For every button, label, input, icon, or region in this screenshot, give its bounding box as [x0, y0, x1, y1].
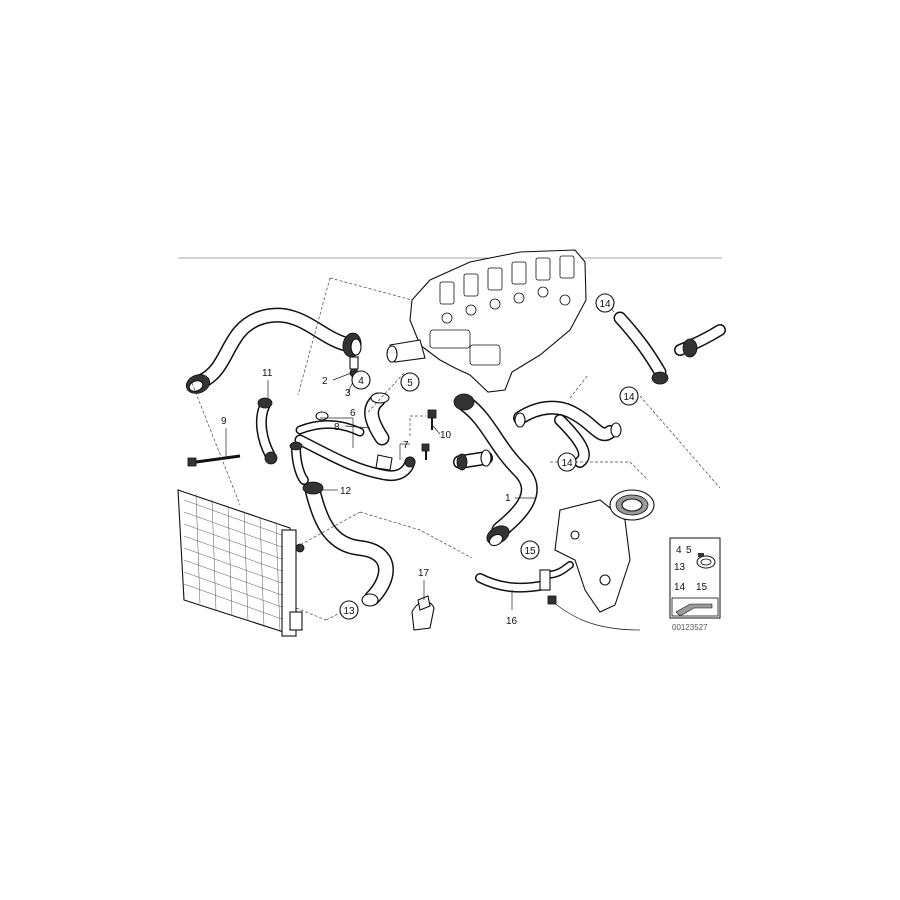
- label-16: 16: [506, 616, 518, 627]
- label-12: 12: [340, 486, 352, 497]
- part-labels: 1 2 3 6 7 8 9 10 11 12 16 17: [221, 368, 518, 627]
- clip-17: [411, 595, 435, 631]
- svg-text:14: 14: [623, 392, 635, 403]
- label-7: 7: [403, 440, 409, 451]
- legend-14: 14: [674, 582, 686, 593]
- clamp-legend-box: 4 5 13 14 15: [669, 537, 721, 619]
- svg-text:13: 13: [343, 606, 355, 617]
- callout-14-middle: 14: [619, 386, 639, 406]
- legend-13: 13: [674, 562, 686, 573]
- small-hose-15-16: [475, 561, 641, 631]
- callout-5: 5: [400, 372, 420, 392]
- legend-15: 15: [696, 582, 708, 593]
- callout-4: 4: [351, 370, 371, 390]
- coolant-pipe-5: [364, 392, 390, 446]
- lower-radiator-hose: [302, 481, 394, 607]
- label-2: 2: [322, 376, 328, 387]
- thermostat-housing: [554, 489, 655, 613]
- label-10: 10: [440, 430, 452, 441]
- callout-15: 15: [520, 540, 540, 560]
- callout-14-lower: 14: [557, 452, 577, 472]
- label-6: 6: [350, 408, 356, 419]
- leader-lines: [225, 371, 535, 610]
- svg-text:14: 14: [599, 299, 611, 310]
- svg-text:14: 14: [561, 458, 573, 469]
- main-hose-1: [453, 393, 538, 547]
- label-11: 11: [262, 368, 273, 379]
- small-hose-11: [255, 397, 278, 465]
- cylinder-head: [386, 249, 587, 393]
- label-3: 3: [345, 388, 351, 399]
- radiator: [177, 489, 305, 637]
- svg-text:5: 5: [407, 378, 413, 389]
- upper-radiator-hose: [185, 307, 362, 394]
- arrow-icon: [671, 597, 719, 617]
- legend-5: 5: [686, 545, 692, 556]
- legend-4: 4: [676, 545, 682, 556]
- callout-13: 13: [339, 600, 359, 620]
- bolt-9: [187, 454, 241, 467]
- svg-text:4: 4: [358, 376, 364, 387]
- callout-14-top: 14: [595, 293, 615, 313]
- label-9: 9: [221, 416, 227, 427]
- connector-12-upper: [289, 441, 309, 485]
- label-8: 8: [334, 422, 340, 433]
- heater-hose-u: [513, 400, 622, 468]
- image-code: 00123527: [672, 623, 708, 632]
- hose-clamp-icon: [696, 553, 716, 569]
- heater-return-pipe: [294, 411, 416, 482]
- hose-14-upper: [613, 311, 726, 385]
- svg-text:15: 15: [524, 546, 536, 557]
- label-1: 1: [505, 493, 511, 504]
- short-hose-6: [453, 449, 493, 471]
- circled-labels: 4 5 13 14 14 14 15: [339, 293, 639, 620]
- label-17: 17: [418, 568, 430, 579]
- bolt-10: [421, 443, 430, 460]
